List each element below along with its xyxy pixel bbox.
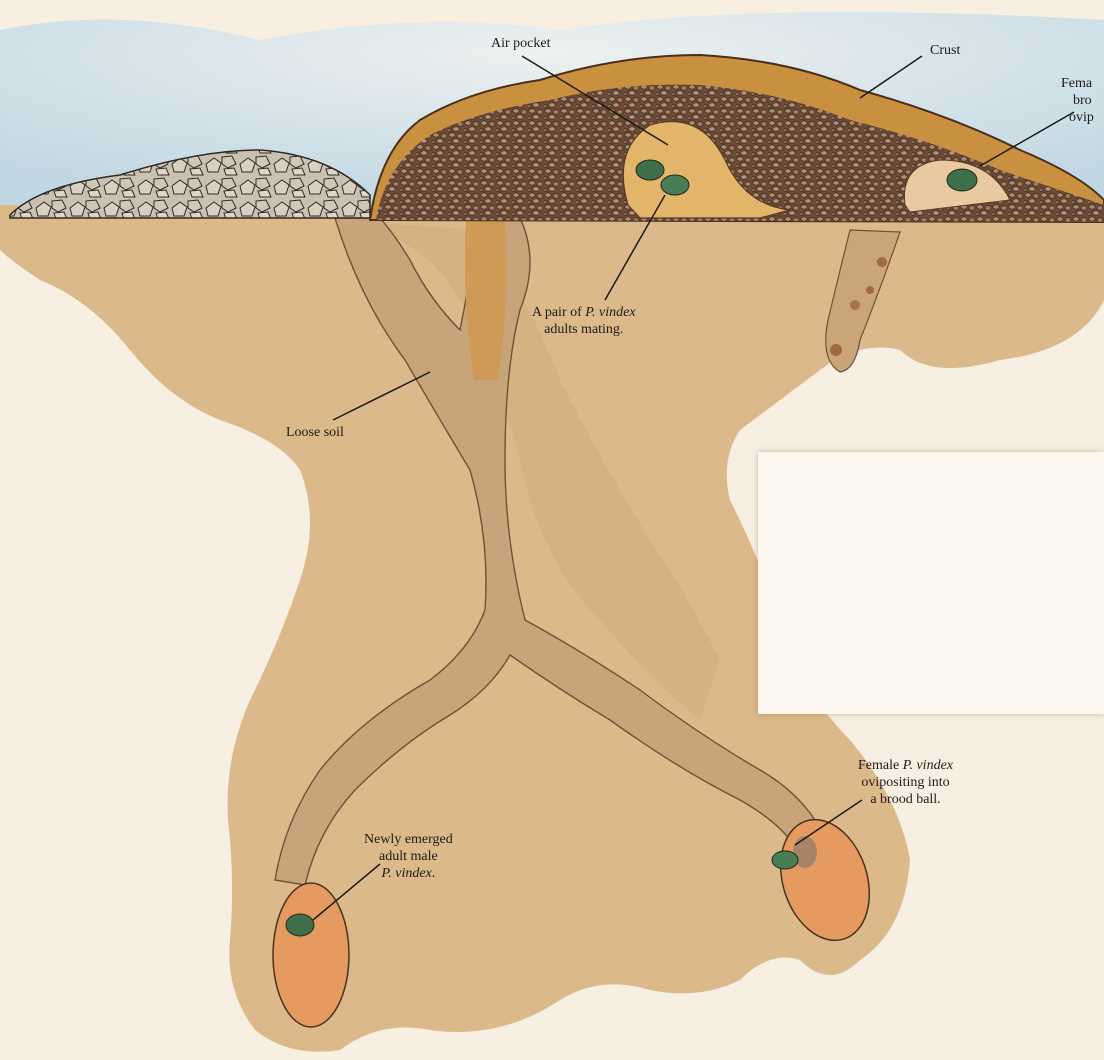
beetle-icon	[772, 851, 798, 869]
label-air-pocket: Air pocket	[491, 35, 550, 52]
label-female-bottom: Female P. vindex ovipositing into a broo…	[858, 757, 953, 808]
label-newly-emerged: Newly emerged adult male P. vindex.	[364, 831, 453, 882]
label-loose-soil: Loose soil	[286, 424, 344, 441]
beetle-icon	[947, 169, 977, 191]
brood-ball-left	[273, 883, 349, 1027]
label-mating: A pair of P. vindex adults mating.	[532, 304, 636, 338]
label-female-top: Fema bro ovip	[1061, 75, 1094, 126]
beetle-icon	[286, 914, 314, 936]
label-crust: Crust	[930, 42, 960, 59]
blank-label-card	[758, 452, 1104, 714]
vertical-backfill	[465, 220, 506, 380]
